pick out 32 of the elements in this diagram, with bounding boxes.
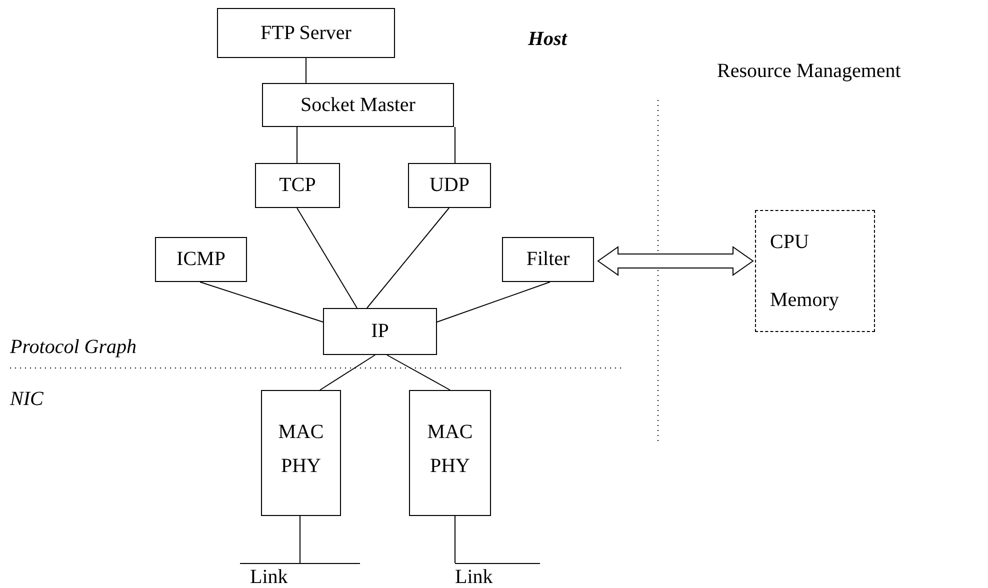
layer-label: MAC [427,421,473,443]
panel-heading: Resource Management [717,60,901,83]
protocol-box: Socket Master [262,83,454,127]
protocol-box: FTP Server [217,8,395,58]
connector-line [320,354,376,390]
connector-line [366,208,450,308]
resource-panel [755,210,875,332]
nic-box [261,390,341,516]
connector-line [200,282,324,322]
connector-line [296,126,298,164]
section-label: Host [528,28,567,51]
layer-label: Protocol Graph [10,336,136,359]
protocol-box: UDP [408,163,491,208]
protocol-box: IP [323,308,437,355]
layer-label: PHY [430,455,470,477]
connector-line [436,282,550,322]
protocol-box: Filter [502,237,594,282]
connector-line [386,354,450,390]
link-label: Link [250,566,288,588]
connector-line [454,126,456,164]
connector-line [296,208,358,308]
protocol-box: ICMP [155,237,247,282]
layer-label: NIC [10,388,44,411]
connector-line [454,516,456,564]
layer-label: PHY [280,455,321,477]
nic-box [409,390,491,516]
layer-label: MAC [278,421,324,443]
resource-label: Memory [770,289,839,311]
double-arrow [597,246,754,276]
link-label: Link [455,566,493,588]
resource-label: CPU [770,231,809,253]
protocol-box: TCP [255,163,340,208]
